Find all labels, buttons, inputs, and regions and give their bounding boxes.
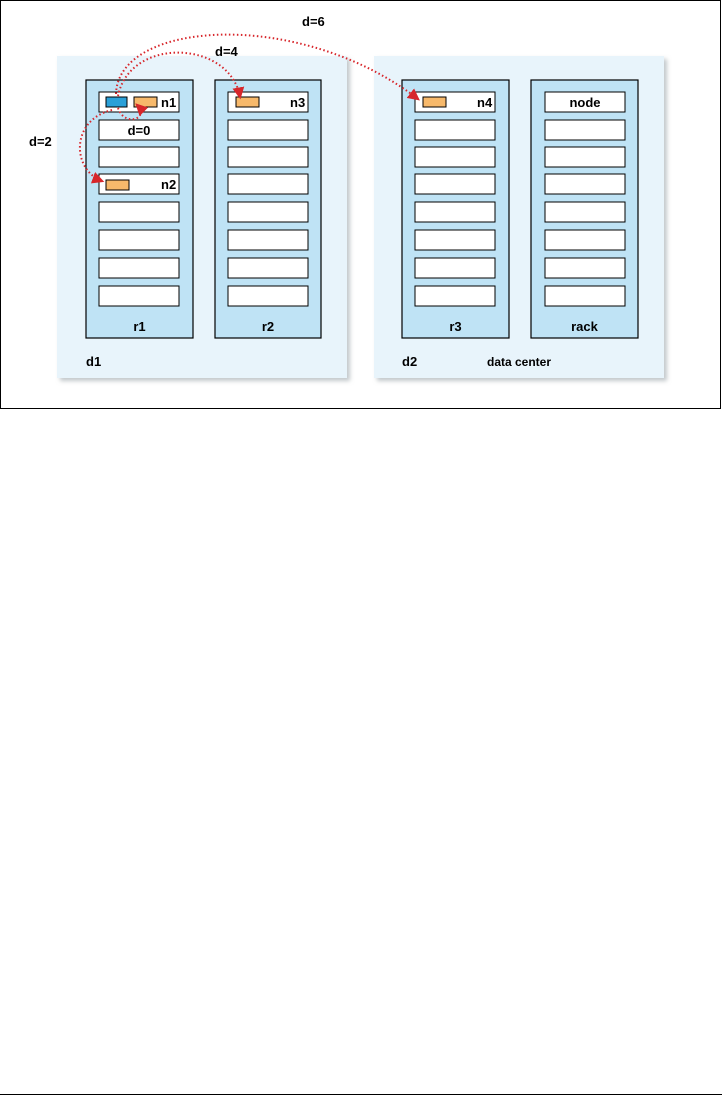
node-label-n3: n3 xyxy=(290,95,305,110)
rack-label: r2 xyxy=(262,319,274,334)
node-slot xyxy=(98,257,180,279)
client-process-block xyxy=(105,96,128,108)
node-slot xyxy=(414,146,496,168)
node-slot xyxy=(544,119,626,141)
distance-label-d2: d=2 xyxy=(29,134,52,149)
page-bottom-rule xyxy=(0,1094,722,1095)
network-topology-diagram: d1 r1 n1 d=0 n2 r2 xyxy=(0,0,721,409)
distance-label-d0: d=0 xyxy=(128,123,151,138)
node-slot xyxy=(98,146,180,168)
node-slot xyxy=(227,257,309,279)
data-center-d1: d1 r1 n1 d=0 n2 r2 xyxy=(57,56,347,378)
node-slot xyxy=(544,146,626,168)
node-slot xyxy=(414,173,496,195)
node-slot xyxy=(227,146,309,168)
rack-legend: rack node xyxy=(530,79,639,339)
data-process-block xyxy=(133,96,158,108)
node-slot xyxy=(98,201,180,223)
arrow-d2 xyxy=(79,109,113,184)
node-slot xyxy=(414,257,496,279)
node-slot xyxy=(98,229,180,251)
node-label-n4: n4 xyxy=(477,95,493,110)
node-slot xyxy=(544,173,626,195)
node-slot xyxy=(227,229,309,251)
legend-data-center-label: data center xyxy=(487,355,551,369)
node-slot xyxy=(414,229,496,251)
data-process-block xyxy=(105,179,130,191)
node-slot xyxy=(544,201,626,223)
node-slot xyxy=(227,201,309,223)
distance-arrows xyxy=(79,33,420,184)
rack-label: r3 xyxy=(449,319,461,334)
node-slot xyxy=(544,229,626,251)
node-slot xyxy=(414,201,496,223)
node-slot xyxy=(544,257,626,279)
node-slot xyxy=(227,119,309,141)
rack-r2: r2 n3 xyxy=(214,79,322,339)
rack-label: r1 xyxy=(133,319,145,334)
data-center-label: d1 xyxy=(86,354,101,369)
data-center-d2: d2 data center r3 n4 rack xyxy=(374,56,664,378)
arrow-d4 xyxy=(117,51,245,100)
node-label-n1: n1 xyxy=(161,95,176,110)
node-slot xyxy=(414,285,496,307)
node-label-n2: n2 xyxy=(161,177,176,192)
data-process-block xyxy=(235,96,260,108)
node-slot xyxy=(544,91,626,113)
data-center-label: d2 xyxy=(402,354,417,369)
node-slot xyxy=(414,119,496,141)
distance-label-d6: d=6 xyxy=(302,14,325,29)
data-process-block xyxy=(422,96,447,108)
node-slot xyxy=(544,285,626,307)
rack-label: rack xyxy=(571,319,599,334)
arrow-d6 xyxy=(115,33,420,101)
distance-label-d4: d=4 xyxy=(215,44,239,59)
node-slot xyxy=(227,173,309,195)
rack-slots xyxy=(544,91,626,307)
node-slot xyxy=(98,285,180,307)
rack-r1: r1 n1 d=0 n2 xyxy=(85,79,194,339)
node-slot xyxy=(98,119,180,141)
arrow-d0 xyxy=(117,103,149,121)
rack-r3: r3 n4 xyxy=(401,79,510,339)
legend-node-label: node xyxy=(569,95,600,110)
node-slot xyxy=(227,285,309,307)
